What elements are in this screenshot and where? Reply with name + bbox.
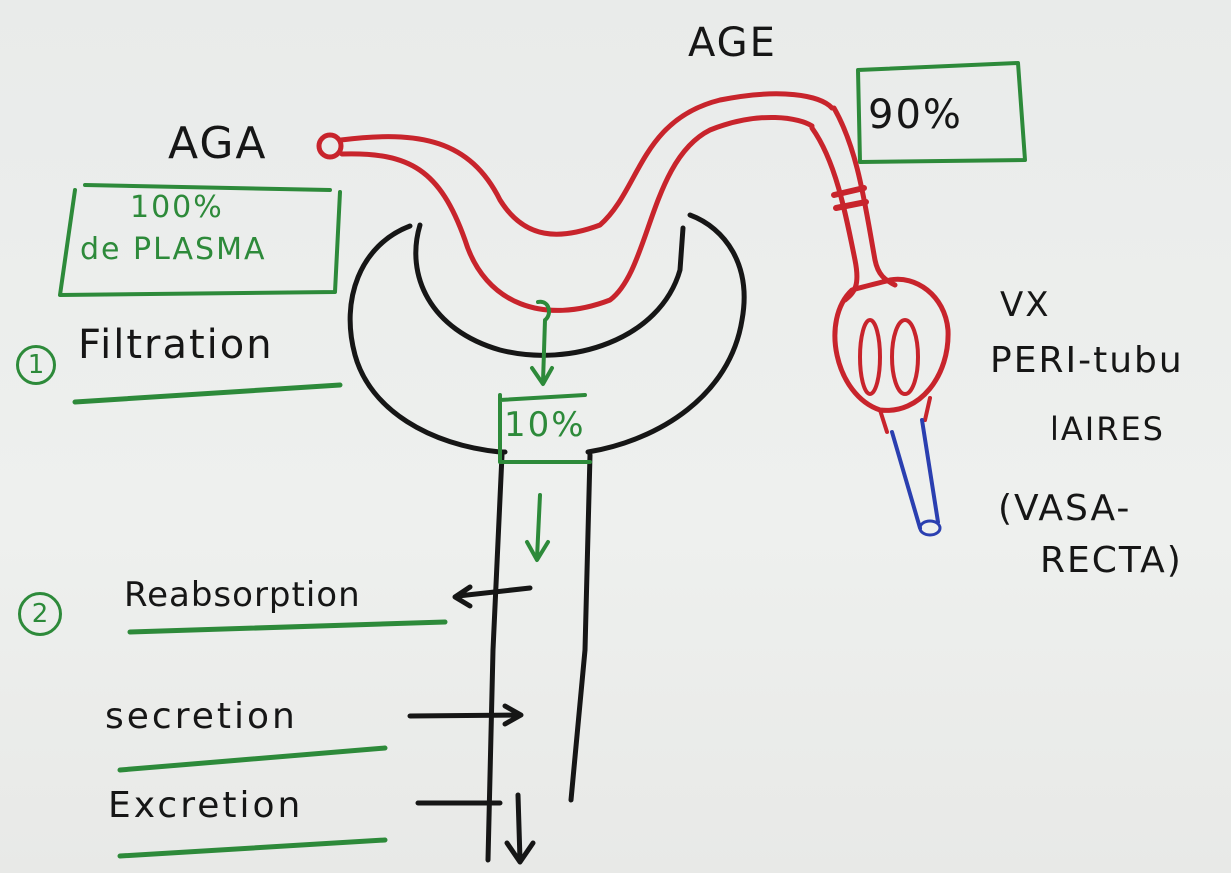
arrow-filtrate-down [527,495,548,560]
underline-reabsorption [130,622,445,632]
label-secretion: secretion [105,696,298,737]
label-vx-line1: PERI-tubu [990,340,1184,381]
step-2-badge: 2 [18,592,62,636]
arrow-excretion [418,795,533,862]
capillary-loop-right [892,320,918,394]
venous-opening [920,521,940,535]
step-1-badge: 1 [16,345,56,385]
efferent-arteriole-left [812,128,857,300]
arrow-secretion [410,706,521,724]
underline-filtration [75,385,340,402]
label-aga: AGA [168,118,268,169]
underline-secretion [120,748,385,770]
label-filtration: Filtration [78,322,274,368]
label-vx: VX [1000,285,1051,325]
afferent-arteriole-top [341,94,832,234]
bowman-capsule [350,226,505,452]
step-1-number: 1 [28,350,45,380]
tubule-right-wall [571,455,590,800]
label-vx-line3: (VASA- [998,488,1131,529]
label-excretion: Excretion [108,785,303,826]
label-vx-line4: RECTA) [1040,540,1183,581]
tubule-left-wall [488,455,502,860]
underline-excretion [120,840,385,856]
capillary-loop-left [860,320,880,394]
label-aga-percent: 100% [130,190,224,225]
venous-outflow [892,420,938,528]
arrow-filtration [532,302,552,384]
label-filtered-percent: 10% [504,405,586,445]
label-vx-line2: lAIRES [1050,410,1165,448]
bowman-capsule-right [588,215,744,452]
afferent-arteriole-opening [319,135,341,157]
label-age: AGE [688,20,777,66]
label-aga-plasma: de PLASMA [80,232,267,267]
step-2-number: 2 [32,599,49,629]
arrow-reabsorption [455,587,530,606]
label-reabsorption: Reabsorption [124,575,361,615]
label-age-percent: 90% [868,92,963,138]
